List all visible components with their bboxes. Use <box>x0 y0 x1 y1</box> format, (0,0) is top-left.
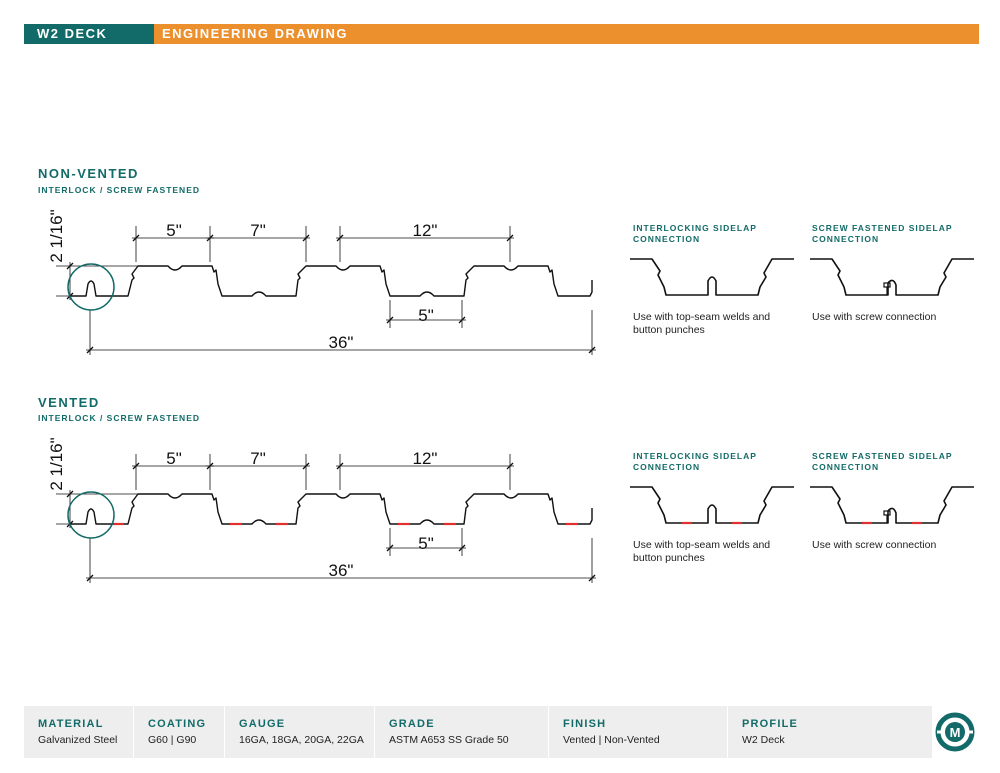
dim-overall-width: 36" <box>329 561 354 580</box>
deck-profile-drawing-non-vented: 5" 7" 12" 5" 36" 2 1/16" <box>47 209 596 355</box>
spec-label: PROFILE <box>742 718 799 730</box>
spec-value: Galvanized Steel <box>38 734 118 746</box>
spec-label: FINISH <box>563 718 607 730</box>
section-title-non-vented: NON-VENTED <box>38 166 139 181</box>
spec-label: COATING <box>148 718 207 730</box>
detail-profile-line <box>810 258 974 296</box>
detail-note-screw: Use with screw connection <box>812 311 937 323</box>
dim-depth: 2 1/16" <box>47 437 66 490</box>
spec-finish: FINISH Vented | Non-Vented <box>549 706 728 758</box>
spec-profile: PROFILE W2 Deck <box>728 706 932 758</box>
spec-material: MATERIAL Galvanized Steel <box>24 706 134 758</box>
spec-value: 16GA, 18GA, 20GA, 22GA <box>239 734 364 746</box>
screw-icon <box>883 282 891 295</box>
section-title-vented: VENTED <box>38 395 100 410</box>
dim-rib-opening: 7" <box>250 221 266 240</box>
spec-gauge: GAUGE 16GA, 18GA, 20GA, 22GA <box>225 706 375 758</box>
detail-profile-line <box>630 486 794 524</box>
logo-letter: M <box>950 725 961 740</box>
screw-icon <box>883 510 891 523</box>
sidelap-detail-circle <box>67 263 115 311</box>
spec-value: Vented | Non-Vented <box>563 734 660 746</box>
dim-overall-width: 36" <box>329 333 354 352</box>
dim-pitch: 12" <box>413 449 438 468</box>
detail-note-screw: Use with screw connection <box>812 539 937 551</box>
product-title: W2 DECK <box>24 24 154 44</box>
detail-drawing-screw <box>810 258 974 296</box>
detail-profile-line <box>810 486 974 524</box>
sidelap-detail-circle <box>67 491 115 539</box>
detail-title-screw: SCREW FASTENED SIDELAP CONNECTION <box>812 223 953 244</box>
dim-bottom-flat: 5" <box>418 534 434 553</box>
spec-footer: MATERIAL Galvanized Steel COATING G60 | … <box>24 706 932 758</box>
detail-profile-line <box>630 258 794 296</box>
m-logo-icon: M <box>935 712 975 752</box>
header-bar: W2 DECK ENGINEERING DRAWING <box>24 24 979 44</box>
detail-note-interlocking: Use with top-seam welds and button punch… <box>633 539 771 564</box>
dim-rib-opening: 7" <box>250 449 266 468</box>
spec-value: G60 | G90 <box>148 734 197 746</box>
spec-label: GRADE <box>389 718 435 730</box>
detail-title-interlocking: INTERLOCKING SIDELAP CONNECTION <box>633 223 757 244</box>
detail-drawing-interlocking <box>630 258 794 296</box>
dim-rib-top: 5" <box>166 449 182 468</box>
spec-value: W2 Deck <box>742 734 785 746</box>
deck-profile-line <box>70 265 593 297</box>
spec-label: MATERIAL <box>38 718 104 730</box>
section-subtitle-vented: INTERLOCK / SCREW FASTENED <box>38 413 201 423</box>
detail-drawing-interlocking <box>630 486 794 525</box>
spec-label: GAUGE <box>239 718 286 730</box>
spec-grade: GRADE ASTM A653 SS Grade 50 <box>375 706 549 758</box>
detail-drawing-screw <box>810 486 974 525</box>
section-subtitle-non-vented: INTERLOCK / SCREW FASTENED <box>38 185 201 195</box>
deck-profile-drawing-vented: 5" 7" 12" 5" 36" 2 1/16" <box>47 437 596 583</box>
dim-depth: 2 1/16" <box>47 209 66 262</box>
spec-value: ASTM A653 SS Grade 50 <box>389 734 509 746</box>
dim-bottom-flat: 5" <box>418 306 434 325</box>
deck-profile-line <box>70 493 593 525</box>
doc-type-title: ENGINEERING DRAWING <box>154 24 979 44</box>
detail-note-interlocking: Use with top-seam welds and button punch… <box>633 311 771 336</box>
spec-coating: COATING G60 | G90 <box>134 706 225 758</box>
dim-pitch: 12" <box>413 221 438 240</box>
detail-title-interlocking: INTERLOCKING SIDELAP CONNECTION <box>633 451 757 472</box>
detail-title-screw: SCREW FASTENED SIDELAP CONNECTION <box>812 451 953 472</box>
dim-rib-top: 5" <box>166 221 182 240</box>
